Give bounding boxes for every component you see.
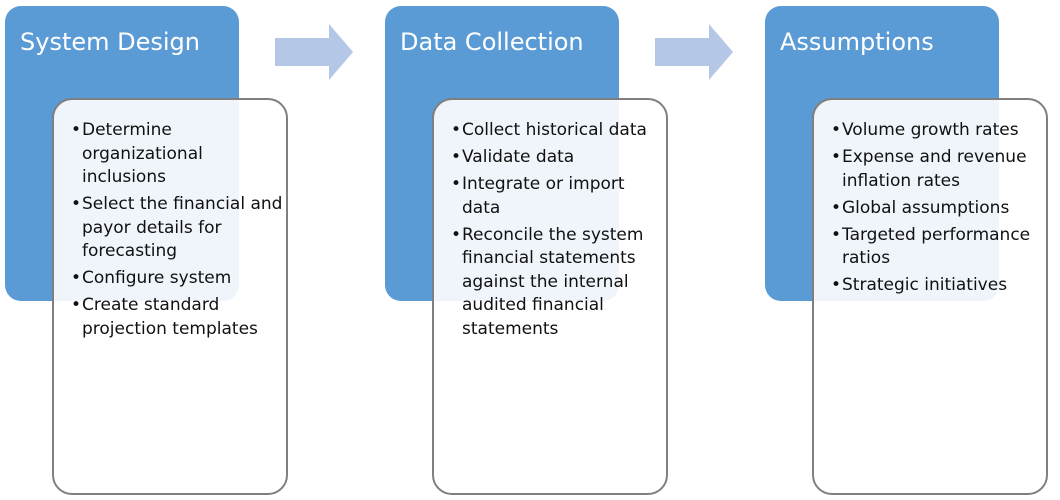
list-item: Expense and revenue inflation rates — [831, 146, 1043, 193]
list-item: Global assumptions — [831, 197, 1043, 221]
list-item: Targeted performance ratios — [831, 224, 1043, 271]
stage-data-collection: Data Collection Collect historical data … — [380, 0, 680, 500]
stage-item-list: Collect historical data Validate data In… — [451, 119, 663, 345]
list-item: Validate data — [451, 146, 663, 170]
list-item: Reconcile the system financial statement… — [451, 224, 663, 342]
stage-details: Collect historical data Validate data In… — [432, 98, 668, 495]
stage-assumptions: Assumptions Volume growth rates Expense … — [760, 0, 1060, 500]
list-item: Strategic initiatives — [831, 274, 1043, 298]
list-item: Collect historical data — [451, 119, 663, 143]
list-item: Integrate or import data — [451, 173, 663, 220]
stage-title: System Design — [20, 28, 200, 56]
list-item: Create standard projection templates — [71, 294, 283, 341]
stage-details: Volume growth rates Expense and revenue … — [812, 98, 1048, 495]
list-item: Volume growth rates — [831, 119, 1043, 143]
stage-system-design: System Design Determine organizational i… — [0, 0, 300, 500]
stage-title: Data Collection — [400, 28, 584, 56]
right-arrow-icon — [275, 24, 353, 80]
stage-item-list: Volume growth rates Expense and revenue … — [831, 119, 1043, 301]
list-item: Select the financial and payor details f… — [71, 193, 283, 264]
stage-item-list: Determine organizational inclusions Sele… — [71, 119, 283, 345]
stage-details: Determine organizational inclusions Sele… — [52, 98, 288, 495]
list-item: Configure system — [71, 267, 283, 291]
right-arrow-icon — [655, 24, 733, 80]
stage-title: Assumptions — [780, 28, 934, 56]
list-item: Determine organizational inclusions — [71, 119, 283, 190]
